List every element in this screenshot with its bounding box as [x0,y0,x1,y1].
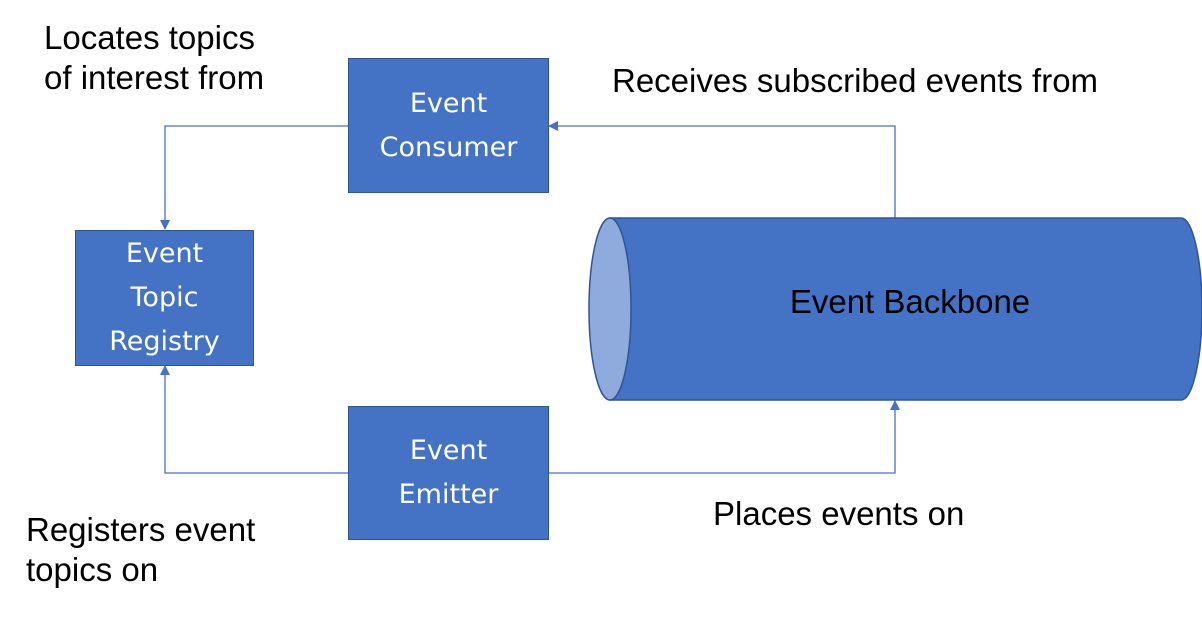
locates-connector [160,125,348,230]
event-topic-registry-line3: Registry [109,326,220,357]
event-emitter-line2: Emitter [398,479,499,510]
places-events-text: Places events on [713,495,965,532]
registers-topics-line2: topics on [26,551,159,588]
locates-topics-line1: Locates topics [44,19,255,56]
event-consumer-line1: Event [409,87,488,119]
event-emitter-line1: Event [409,435,488,466]
places-connector [549,400,900,474]
event-topic-registry-line1: Event [125,238,204,269]
locates-topics-line2: of interest from [44,59,265,96]
backbone-end-cap [588,217,632,401]
places-events-label: Places events on [713,494,964,534]
receives-events-text: Receives subscribed events from [612,62,1099,99]
registers-connector [160,365,348,474]
event-consumer-box: Event Consumer [348,58,549,193]
receives-connector [548,121,896,218]
event-consumer-line2: Consumer [379,131,518,163]
event-backbone-label: Event Backbone [789,283,1031,320]
event-topic-registry-box: Event Topic Registry [75,230,254,366]
locates-topics-label: Locates topics of interest from [44,18,264,98]
event-topic-registry-line2: Topic [130,282,199,313]
event-emitter-box: Event Emitter [348,406,549,540]
registers-topics-label: Registers event topics on [26,510,255,590]
registers-topics-line1: Registers event [26,511,256,548]
receives-events-label: Receives subscribed events from [612,61,1098,101]
